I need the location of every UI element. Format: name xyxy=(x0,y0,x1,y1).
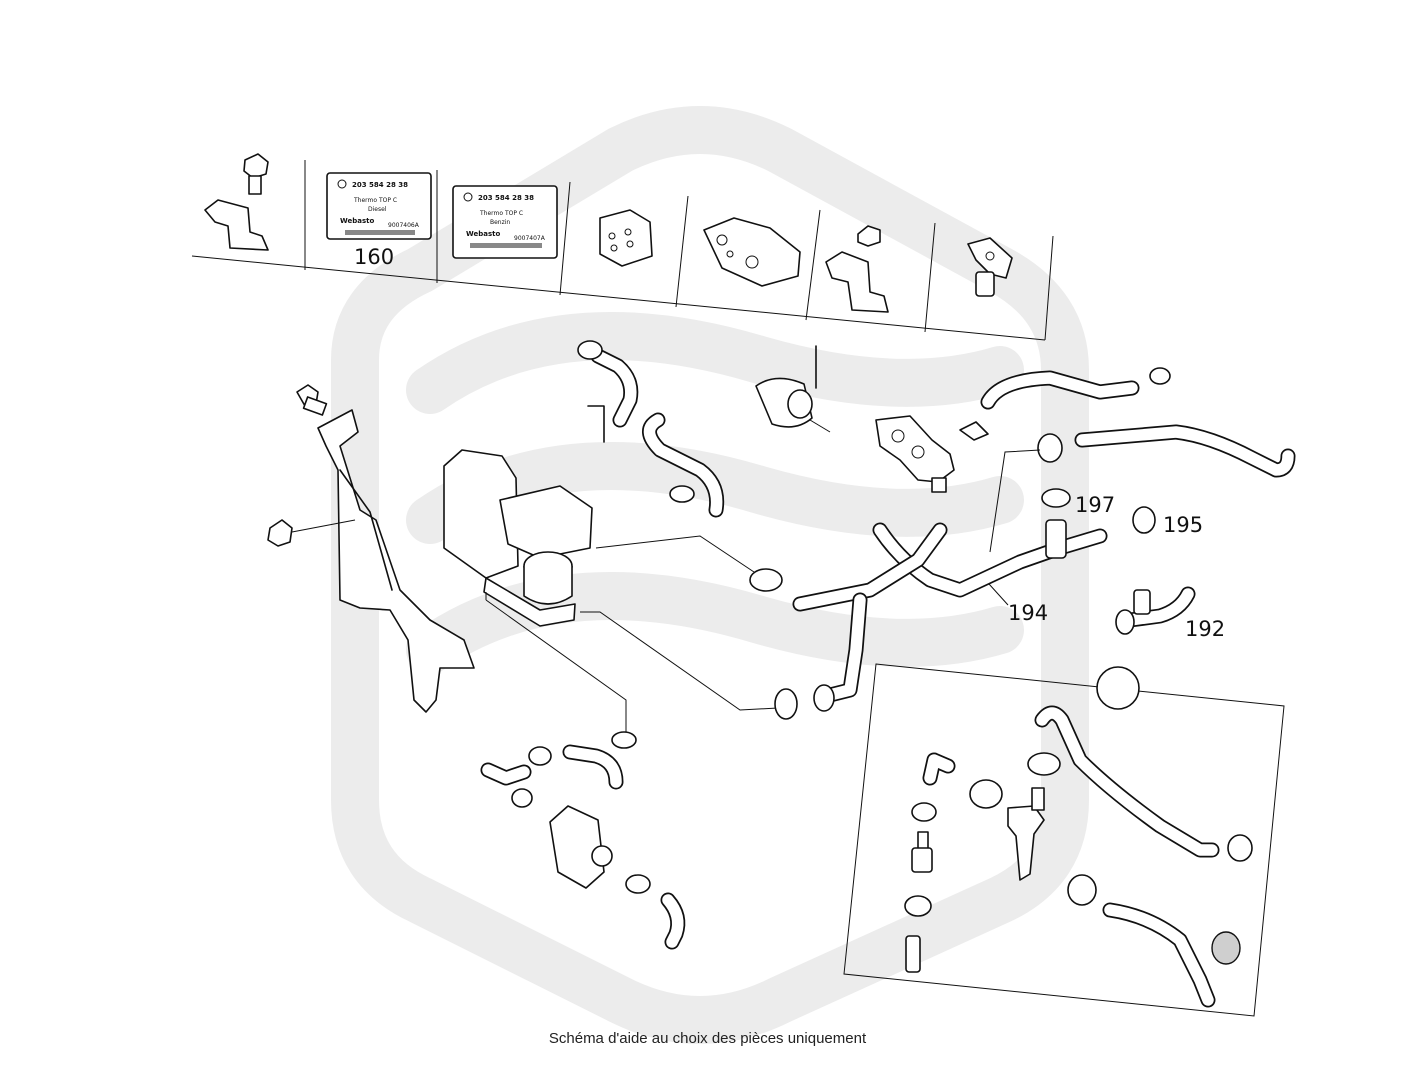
valve-assembly xyxy=(875,415,955,493)
callout-labels: 197 195 194 192 xyxy=(979,493,1225,641)
hose-clamps-middle xyxy=(669,485,835,720)
rubber-grommet-large xyxy=(703,217,801,287)
fuel-parts-lower-left xyxy=(480,731,686,950)
junction-fitting xyxy=(967,237,1013,297)
label-benzin-line2: Thermo TOP C xyxy=(479,210,523,217)
callout-192: 192 xyxy=(1185,617,1225,641)
label-diesel: 203 584 28 38 Thermo TOP C Diesel Webast… xyxy=(326,172,432,269)
top-row-frame xyxy=(191,160,1054,341)
label-diesel-line3: Diesel xyxy=(368,206,387,213)
hose-top-right xyxy=(980,370,1296,478)
hose-elbow-192 xyxy=(1115,586,1196,635)
label-benzin-brand: Webasto xyxy=(466,230,500,238)
hose-clamps-top xyxy=(959,367,1171,534)
diagram-caption: Schéma d'aide au choix des pièces unique… xyxy=(548,1030,867,1047)
hose-194 xyxy=(792,519,1108,703)
inset-fuel-line-parts xyxy=(904,705,1253,1008)
rubber-grommet-small xyxy=(599,209,653,267)
label-diesel-brand: Webasto xyxy=(340,217,374,225)
callout-197: 197 xyxy=(1075,493,1115,517)
label-benzin-line1: 203 584 28 38 xyxy=(478,194,534,202)
label-benzin-line3: Benzin xyxy=(490,219,510,226)
leader-lines xyxy=(485,449,1041,740)
callout-194: 194 xyxy=(1008,601,1048,625)
heater-unit xyxy=(443,449,593,627)
coolant-hose-upper xyxy=(577,340,725,518)
bracket-with-nut xyxy=(825,225,889,313)
bracket-with-bolt xyxy=(204,153,269,251)
callout-160: 160 xyxy=(354,245,394,269)
heater-mounting-bracket xyxy=(267,384,475,713)
label-benzin-partno: 9007407A xyxy=(514,235,546,242)
inset-frame xyxy=(843,663,1285,1017)
watermark-logo xyxy=(331,106,1089,1044)
label-diesel-line2: Thermo TOP C xyxy=(353,197,397,204)
callout-195: 195 xyxy=(1163,513,1203,537)
circulation-pump xyxy=(755,345,831,433)
label-benzin: 203 584 28 38 Thermo TOP C Benzin Webast… xyxy=(452,185,558,259)
label-diesel-line1: 203 584 28 38 xyxy=(352,181,408,189)
label-diesel-partno: 9007406A xyxy=(388,222,420,229)
